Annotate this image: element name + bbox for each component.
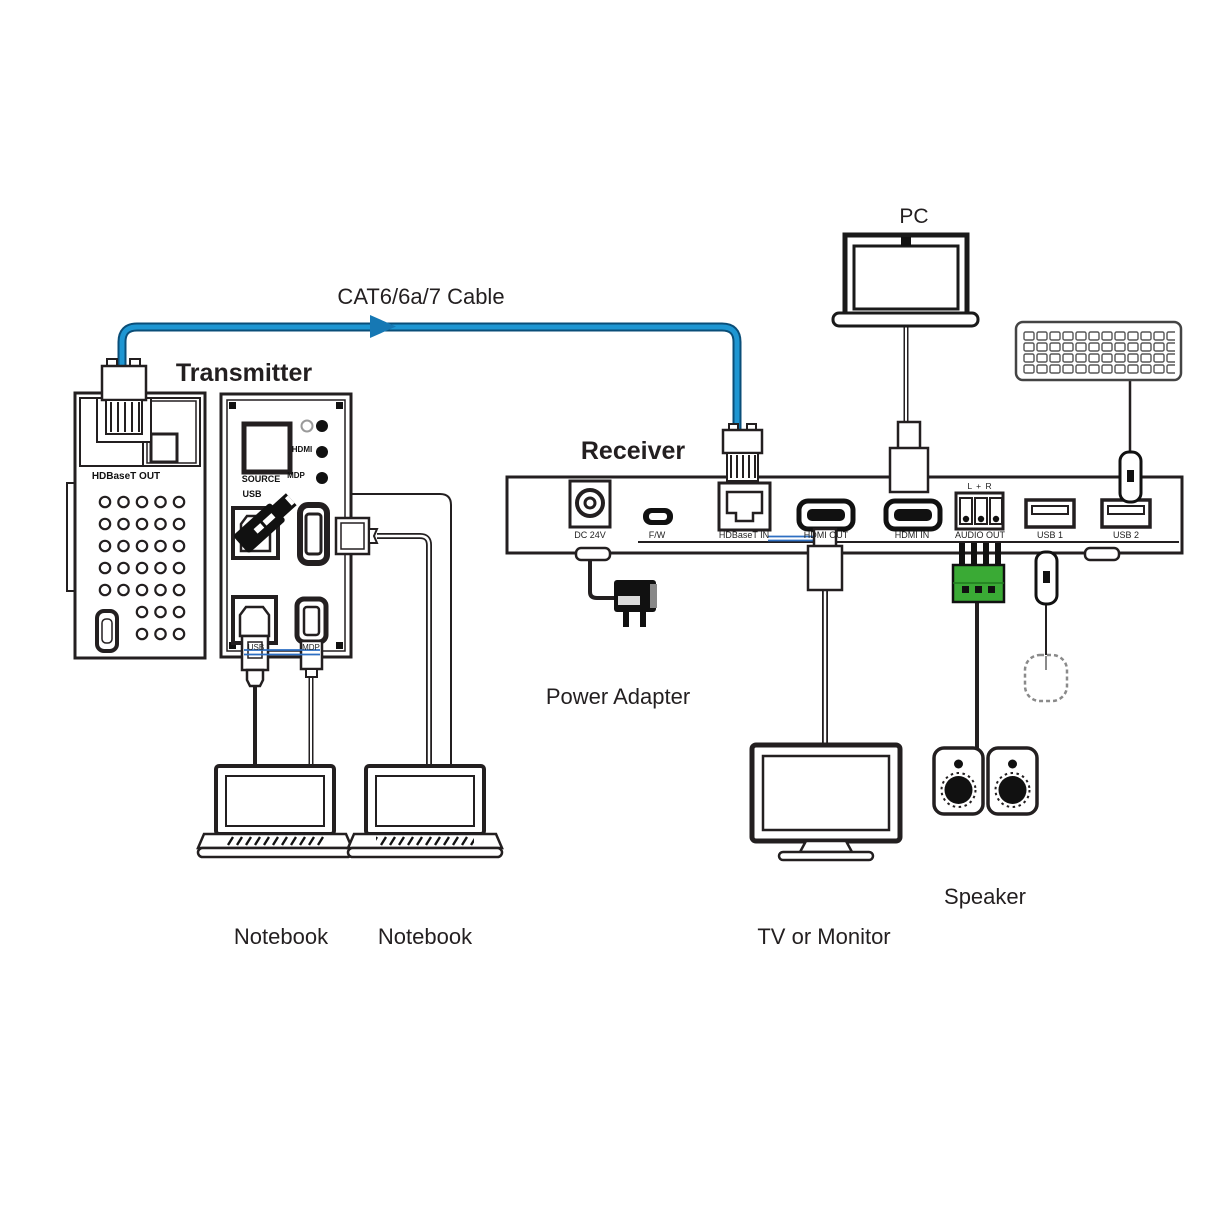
hdbaset-out-label: HDBaseT OUT (91, 471, 161, 482)
usb-plug-keyboard (1118, 450, 1143, 504)
hdmi-plug-front (334, 516, 379, 556)
transmitter-cables (253, 493, 452, 766)
fw-label: F/W (648, 530, 666, 540)
lr-label: L + R (967, 481, 993, 491)
led-indicators (300, 419, 328, 484)
hdbaset-in-label: HDBaseT IN (718, 530, 770, 540)
usb-plug-bottom (240, 634, 270, 688)
cable-arrow-icon (370, 315, 396, 338)
bottom-mdp-label: MDP (302, 643, 320, 652)
rj45-plug-transmitter (100, 358, 148, 435)
audio-out-port (954, 491, 1005, 531)
mdp-port (294, 596, 329, 645)
transmitter-rear-unit (66, 391, 207, 660)
hdmi-out-port (796, 498, 856, 532)
hdmi-plug-tv (806, 527, 844, 592)
hdmi-in-label: HDMI IN (894, 530, 930, 540)
receiver-cables (588, 326, 1132, 750)
receiver-label: Receiver (580, 437, 686, 465)
tv-label: TV or Monitor (757, 924, 891, 949)
hdmi-out-label: HDMI OUT (803, 530, 849, 540)
rj45-plug-receiver (721, 423, 764, 482)
hdmi-plug-pc (888, 420, 930, 494)
cat6-cable (117, 315, 742, 430)
dc-jack (568, 479, 612, 529)
hdmi-in-port (883, 498, 943, 532)
led-hdmi-label: HDMI (291, 445, 313, 454)
dc24v-label: DC 24V (574, 530, 606, 540)
receiver-unit (505, 475, 1184, 562)
transmitter-front-panel (219, 392, 353, 659)
cable-label: CAT6/6a/7 Cable (337, 284, 505, 309)
usb2-port (1100, 498, 1152, 529)
usb1-label: USB 1 (1036, 530, 1064, 540)
power-adapter (614, 580, 657, 627)
pc-label: PC (899, 205, 929, 228)
source-label: SOURCE (241, 474, 281, 484)
mouse (1023, 653, 1069, 703)
speaker-label: Speaker (944, 884, 1026, 909)
pc-laptop (831, 232, 980, 328)
usb-plug-mouse (1034, 550, 1059, 606)
audio-out-label: AUDIO OUT (954, 530, 1006, 540)
fw-port (643, 508, 673, 525)
source-button (241, 421, 293, 475)
usb2-label: USB 2 (1112, 530, 1140, 540)
hdmi-port-front (297, 502, 330, 566)
notebook-right (346, 764, 504, 859)
bottom-annotation-lines (244, 649, 320, 656)
phoenix-plug (951, 543, 1006, 604)
notebook-left-label: Notebook (233, 924, 329, 949)
notebook-left (196, 764, 354, 859)
led-mdp-label: MDP (287, 471, 305, 480)
power-adapter-label: Power Adapter (545, 684, 691, 709)
usb1-port (1024, 498, 1076, 529)
tv-monitor (749, 742, 903, 862)
transmitter-label: Transmitter (175, 359, 313, 387)
keyboard (1014, 320, 1183, 382)
usb-plug-diagonal (233, 493, 297, 553)
bottom-usb-label: USB (247, 643, 265, 652)
speakers (932, 746, 1039, 816)
usb-label: USB (242, 489, 262, 499)
hdbaset-in-port (717, 481, 772, 532)
notebook-right-label: Notebook (377, 924, 473, 949)
